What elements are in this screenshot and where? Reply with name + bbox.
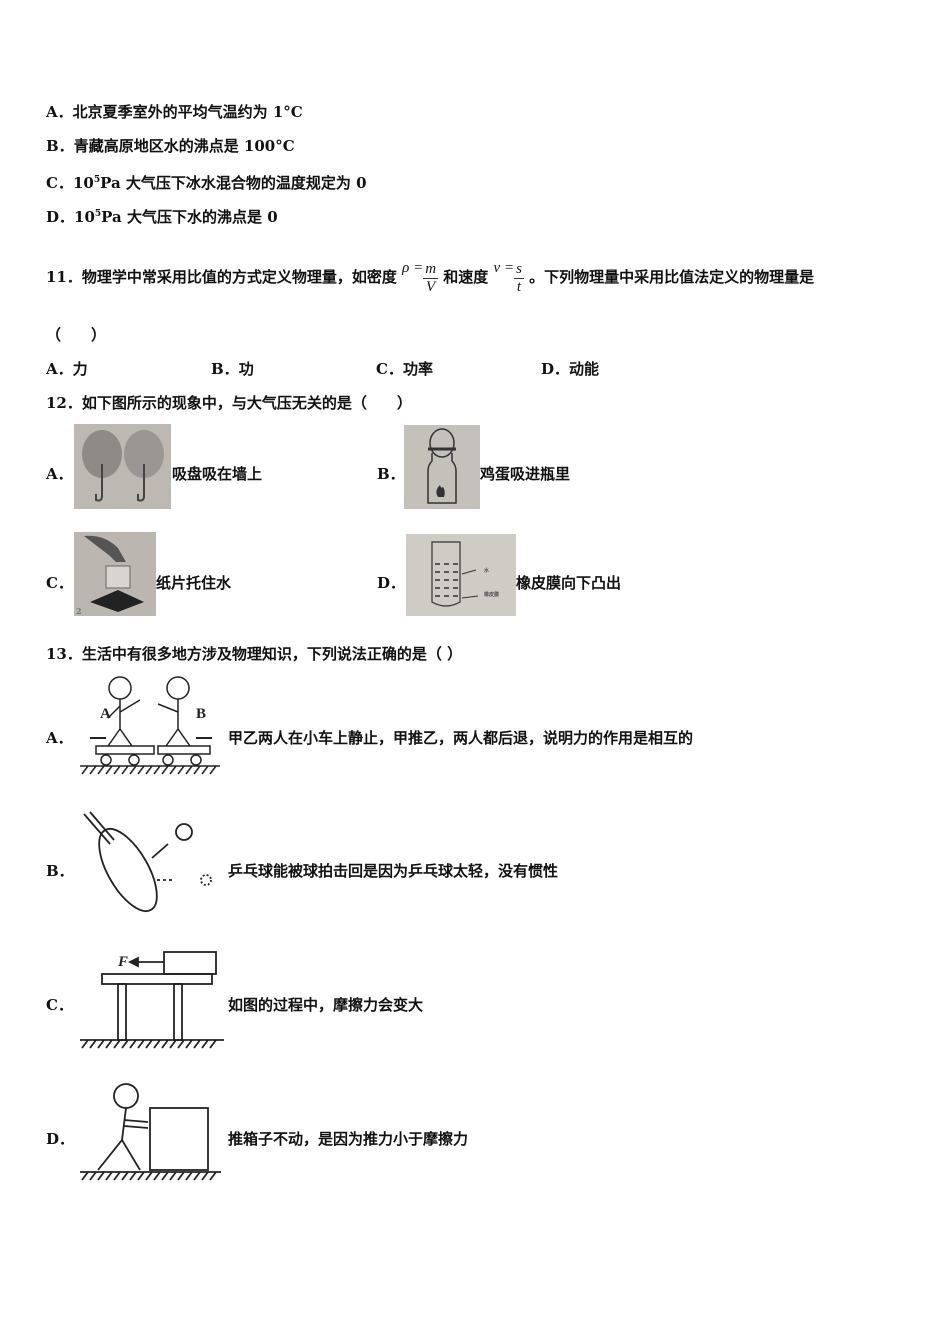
q12-text-b: 鸡蛋吸进瓶里 — [480, 465, 571, 483]
paper-holds-water-image: 2 — [74, 532, 156, 616]
q13-text-b: 乒乓球能被球拍击回是因为乒乓球太轻，没有惯性 — [228, 862, 559, 880]
q12-text-a: 吸盘吸在墙上 — [172, 465, 263, 483]
q13-label-b: B． — [46, 862, 74, 880]
q11-blank: （ ） — [46, 326, 107, 344]
q10-option-a: A．北京夏季室外的平均气温约为 1°C — [46, 103, 303, 121]
q12-stem: 12．如下图所示的现象中，与大气压无关的是（ ） — [46, 394, 412, 412]
q12-label-d: D． — [377, 574, 406, 592]
q11-option-c: C．功率 — [376, 360, 433, 378]
svg-text:2: 2 — [76, 606, 82, 616]
person-pushing-box-figure — [80, 1083, 221, 1181]
egg-bottle-image — [404, 425, 480, 509]
q13-text-c: 如图的过程中，摩擦力会变大 — [228, 996, 424, 1014]
q10-option-c: C．105Pa 大气压下冰水混合物的温度规定为 0 — [46, 174, 367, 192]
svg-text:B: B — [196, 706, 206, 722]
q11-option-a: A．力 — [46, 360, 88, 378]
svg-text:A: A — [100, 706, 111, 722]
q12-label-b: B． — [377, 465, 405, 483]
block-on-table-figure: F — [80, 951, 224, 1049]
svg-text:F: F — [117, 954, 128, 970]
q13-label-c: C． — [46, 996, 73, 1014]
q13-text-d: 推箱子不动，是因为推力小于摩擦力 — [228, 1130, 469, 1148]
q11-option-d: D．动能 — [541, 360, 600, 378]
q10-option-b: B．青藏高原地区水的沸点是 100°C — [46, 137, 295, 155]
q13-text-a: 甲乙两人在小车上静止，甲推乙，两人都后退，说明力的作用是相互的 — [228, 729, 694, 747]
svg-text:水: 水 — [483, 567, 490, 574]
suction-cup-hooks-image — [74, 424, 171, 509]
rubber-membrane-tube-image: 水 橡皮膜 — [406, 534, 516, 616]
q10-option-d: D．105Pa 大气压下水的沸点是 0 — [46, 208, 278, 226]
svg-text:橡皮膜: 橡皮膜 — [484, 591, 499, 598]
q13-label-d: D． — [46, 1130, 75, 1148]
q12-text-c: 纸片托住水 — [156, 574, 232, 592]
q12-text-d: 橡皮膜向下凸出 — [516, 574, 622, 592]
q12-label-c: C． — [46, 574, 73, 592]
q13-stem: 13．生活中有很多地方涉及物理知识，下列说法正确的是（ ） — [46, 645, 463, 663]
q13-label-a: A． — [46, 729, 73, 747]
q11-option-b: B．功 — [211, 360, 254, 378]
q12-label-a: A． — [46, 465, 73, 483]
two-people-on-carts-figure: A B — [80, 676, 220, 775]
ping-pong-paddle-figure — [83, 811, 212, 912]
